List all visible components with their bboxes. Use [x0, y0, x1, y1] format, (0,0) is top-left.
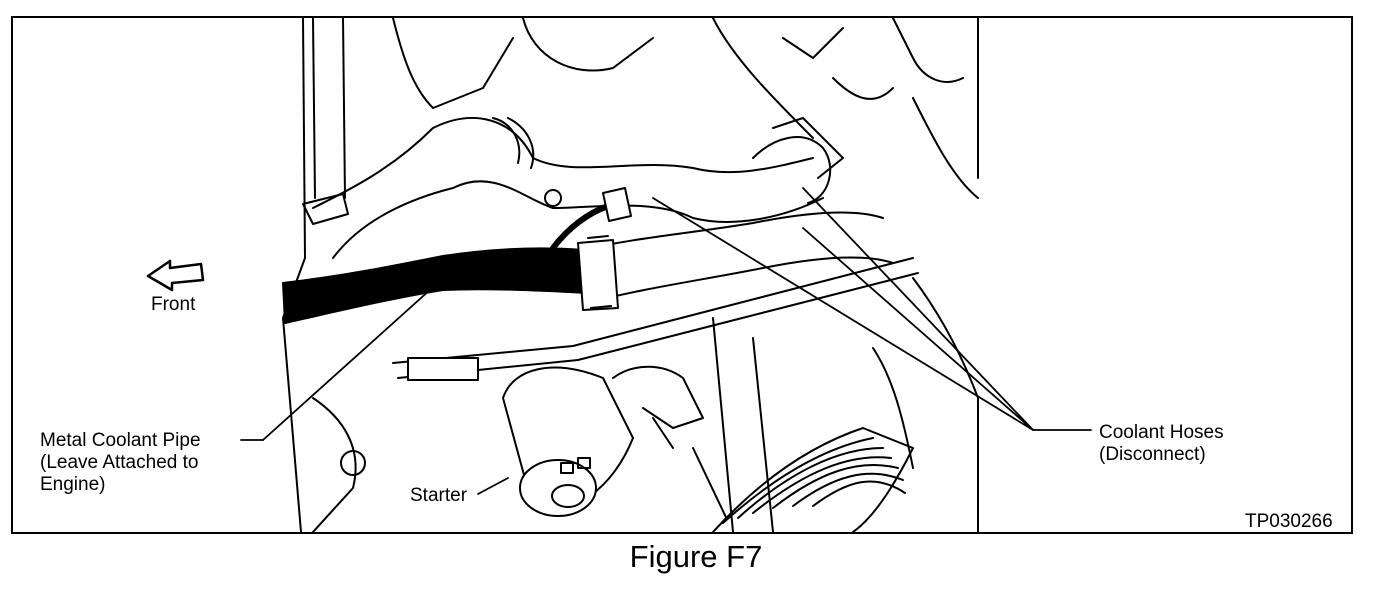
starter-label: Starter [410, 485, 468, 506]
engine-illustration [146, 18, 1092, 532]
metal-coolant-pipe-label: Metal Coolant Pipe (Leave Attached to En… [40, 430, 201, 495]
figure-code: TP030266 [1245, 511, 1333, 532]
figure-frame: Front Metal Coolant Pipe (Leave Attached… [11, 16, 1353, 534]
figure-caption: Figure F7 [629, 539, 763, 574]
coolant-hoses-label: Coolant Hoses (Disconnect) [1099, 422, 1224, 465]
front-label: Front [151, 294, 196, 315]
